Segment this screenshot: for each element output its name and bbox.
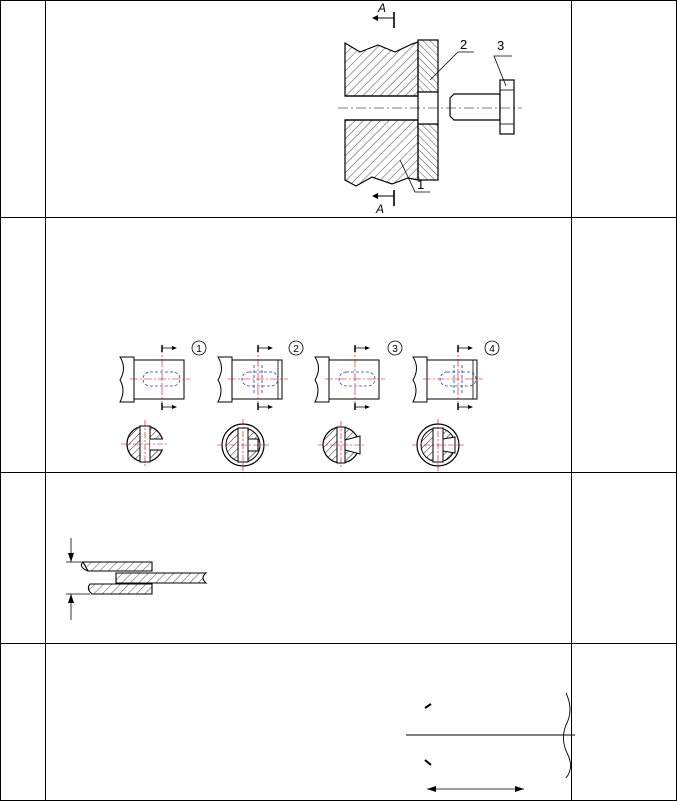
variant-4: 4 [412, 340, 500, 471]
variant-number-4: 4 [489, 344, 495, 355]
section-letter-bottom: A [375, 202, 384, 216]
plate-bottom [87, 583, 153, 595]
part-2-plate-lower [417, 123, 439, 181]
variant-number-1: 1 [196, 344, 202, 355]
fig2-variants: 1 2 [119, 340, 500, 471]
variant-2: 2 [217, 340, 304, 471]
leader-part-3 [493, 55, 512, 87]
part-1-lower [344, 119, 419, 187]
part-1-upper [344, 41, 419, 97]
fig4-sketch [406, 692, 575, 792]
leader-part-1 [399, 159, 430, 193]
section-letter-top: A [377, 1, 386, 15]
plate-top [82, 561, 153, 572]
variant-1: 1 [119, 340, 207, 468]
part-3-bolt-head [499, 79, 515, 135]
plate-middle [115, 572, 208, 584]
variant-3: 3 [314, 340, 403, 469]
part-2-plate-upper [417, 39, 439, 93]
fig3-lap-joint [66, 538, 208, 620]
part-label-3: 3 [497, 38, 504, 53]
part-label-1: 1 [417, 177, 424, 192]
leader-part-2 [429, 51, 474, 81]
fig1-assembly-drawing: A A 2 3 1 [338, 1, 522, 216]
part-3-bolt [449, 93, 501, 121]
part-label-2: 2 [460, 37, 467, 52]
variant-number-3: 3 [392, 344, 398, 355]
variant-number-2: 2 [293, 344, 299, 355]
